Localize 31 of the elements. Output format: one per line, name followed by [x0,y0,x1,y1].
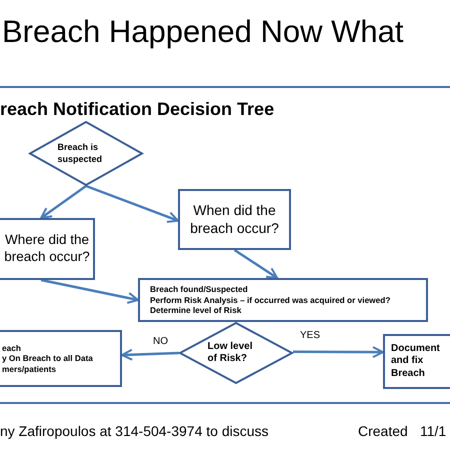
process-box [383,334,450,389]
node-text: Low level of Risk? [208,340,254,366]
slide-title: Breach Happened Now What [2,14,404,50]
footer-text: Created [358,423,408,439]
decision-diamond [29,121,143,186]
node-text: When did the breach occur? [189,202,280,237]
diagram-heading: reach Notification Decision Tree [0,99,274,120]
node-text: Perform Risk Analysis – if occurred was acquired or viewed? [150,294,392,306]
node-text: each [2,342,22,354]
footer-text: ny Zafiropoulos at 314-504-3974 to discuss [0,423,268,439]
process-box [178,189,291,250]
node-text: Breach found/Suspected [150,284,249,295]
edge-label: YES [299,330,322,341]
process-box [0,330,122,387]
arrow [293,346,384,358]
arrow [121,348,180,361]
edge-label: NO [152,336,169,347]
node-text: y On Breach to all Data [2,353,94,364]
process-box [138,278,428,322]
decision-diamond [179,322,293,384]
node-text: Breach is suspected [58,142,104,165]
arrow [40,184,87,220]
arrow [40,278,139,304]
node-text: Document and fix Breach [391,342,441,380]
node-text: mers/patients [2,364,57,374]
arrow [234,248,278,280]
process-box [0,218,95,280]
node-text: Determine level of Risk [150,305,242,316]
arrow [86,184,179,223]
footer-text: 11/1 [420,423,446,439]
node-text: Where did the breach occur? [3,232,91,266]
